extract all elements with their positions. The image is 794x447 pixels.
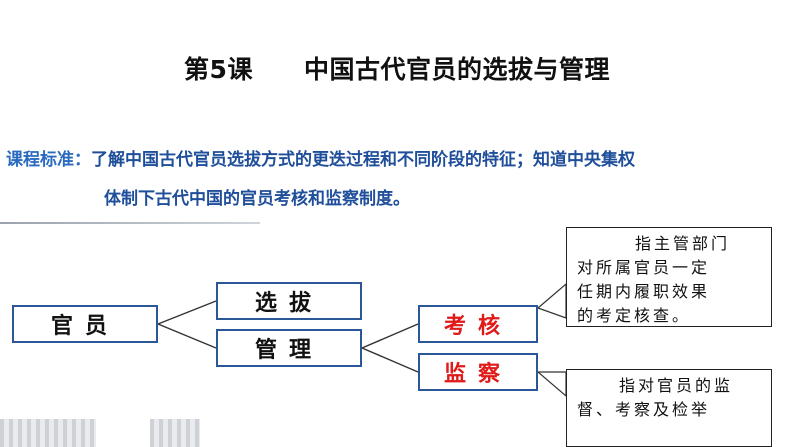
node-management: 管理 <box>216 329 362 367</box>
description-assessment-line: 对所属官员一定 <box>577 258 711 277</box>
description-supervision-line: 督、考察及检举 <box>577 400 711 419</box>
decorative-image-right <box>150 419 200 447</box>
decorative-image-left <box>0 419 96 447</box>
node-official: 官员 <box>12 305 158 343</box>
connector-root-xuanba <box>157 300 217 325</box>
description-assessment: 指主管部门 对所属官员一定 任期内履职效果 的考定核查。 <box>566 227 772 327</box>
connector-root-guanli <box>157 323 217 349</box>
connector-guanli-jiancha <box>361 347 419 373</box>
course-standard-label: 课程标准： <box>6 150 91 170</box>
callout-pointer-jiancha <box>536 371 567 398</box>
description-assessment-line: 的考定核查。 <box>577 306 692 325</box>
description-assessment-line: 指主管部门 <box>635 234 731 253</box>
node-assessment: 考核 <box>418 305 538 343</box>
node-supervision: 监察 <box>418 353 538 391</box>
course-standard-line2: 体制下古代中国的官员考核和监察制度。 <box>104 189 410 209</box>
callout-pointer-kaohe <box>536 282 567 319</box>
page-title: 第5课 中国古代官员的选拔与管理 <box>184 55 610 84</box>
course-standard: 课程标准：了解中国古代官员选拔方式的更迭过程和不同阶段的特征；知道中央集权 体制… <box>6 141 786 219</box>
description-supervision: 指对官员的监 督、考察及检举 <box>566 369 772 447</box>
course-standard-line1: 了解中国古代官员选拔方式的更迭过程和不同阶段的特征；知道中央集权 <box>91 150 635 170</box>
description-assessment-line: 任期内履职效果 <box>577 282 711 301</box>
description-supervision-line: 指对官员的监 <box>619 376 734 395</box>
connector-guanli-kaohe <box>361 323 419 349</box>
node-selection: 选拔 <box>216 282 362 320</box>
decorative-header-line <box>0 222 260 224</box>
